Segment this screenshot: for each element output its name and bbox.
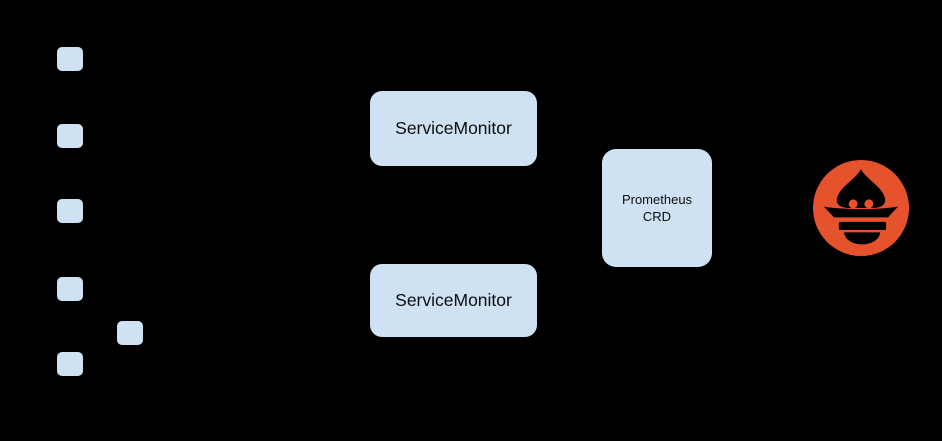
prometheus-torch-base: [844, 232, 881, 245]
prometheus-crd-label-line1: Prometheus: [621, 192, 693, 207]
service-monitor-node-top: ServiceMonitor: [370, 91, 537, 166]
prometheus-crd-label-line2: CRD: [642, 209, 672, 224]
service-monitor-bottom-label: ServiceMonitor: [395, 290, 512, 310]
prometheus-flame-shape: [836, 169, 886, 208]
service-monitor-node-bottom: ServiceMonitor: [370, 264, 537, 337]
small-node-square-offset: [117, 321, 143, 345]
small-node-square-5: [57, 352, 83, 376]
prometheus-torch-bar: [838, 221, 887, 230]
small-node-square-4: [57, 277, 83, 301]
small-node-square-1: [57, 47, 83, 71]
small-node-square-3: [57, 199, 83, 223]
prometheus-crd-node: Prometheus CRD: [602, 149, 712, 267]
prometheus-logo-icon: [813, 160, 909, 256]
prometheus-flame-inner-curl-left: [848, 199, 858, 209]
prometheus-flame-inner-curl-right: [864, 199, 874, 209]
small-node-square-2: [57, 124, 83, 148]
service-monitor-top-label: ServiceMonitor: [395, 118, 512, 138]
prometheus-logo-svg: [813, 160, 909, 256]
prometheus-torch-rim: [823, 206, 899, 218]
